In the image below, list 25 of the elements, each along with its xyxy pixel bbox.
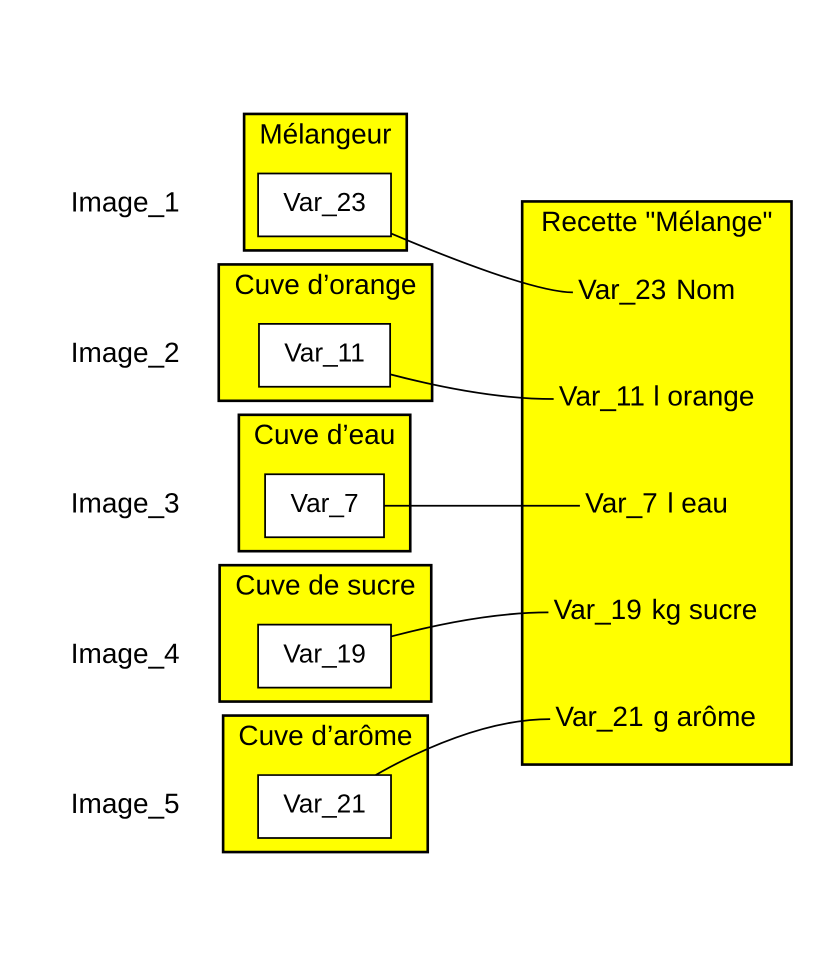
- node-box: Var_7: [264, 473, 385, 538]
- node-box: Var_23: [257, 172, 392, 238]
- node-label: Image_2: [70, 336, 180, 368]
- node-label: Image_1: [70, 186, 180, 218]
- node-label: kg sucre: [652, 594, 758, 626]
- node-box: Var_19: [257, 624, 392, 688]
- node-text: Var_11: [558, 380, 645, 412]
- node-label: Image_3: [70, 487, 180, 518]
- connector: [375, 718, 550, 776]
- node-label: l eau: [667, 487, 728, 518]
- node-label: l orange: [653, 380, 754, 412]
- node-label: Nom: [676, 274, 736, 306]
- connector: [390, 374, 554, 400]
- node-text: Var_23: [578, 274, 666, 306]
- connector: [384, 504, 580, 507]
- node-label: Image_4: [70, 638, 180, 669]
- node-box: Var_21: [257, 774, 392, 839]
- node-text: Var_21: [555, 700, 644, 732]
- node-text: Var_7: [585, 487, 658, 518]
- node-label: Image_5: [70, 788, 180, 820]
- node-label: g arôme: [653, 700, 756, 732]
- node-text: Var_19: [554, 594, 642, 626]
- connector: [390, 232, 573, 294]
- connector: [391, 612, 548, 638]
- node-box: Var_11: [258, 322, 392, 388]
